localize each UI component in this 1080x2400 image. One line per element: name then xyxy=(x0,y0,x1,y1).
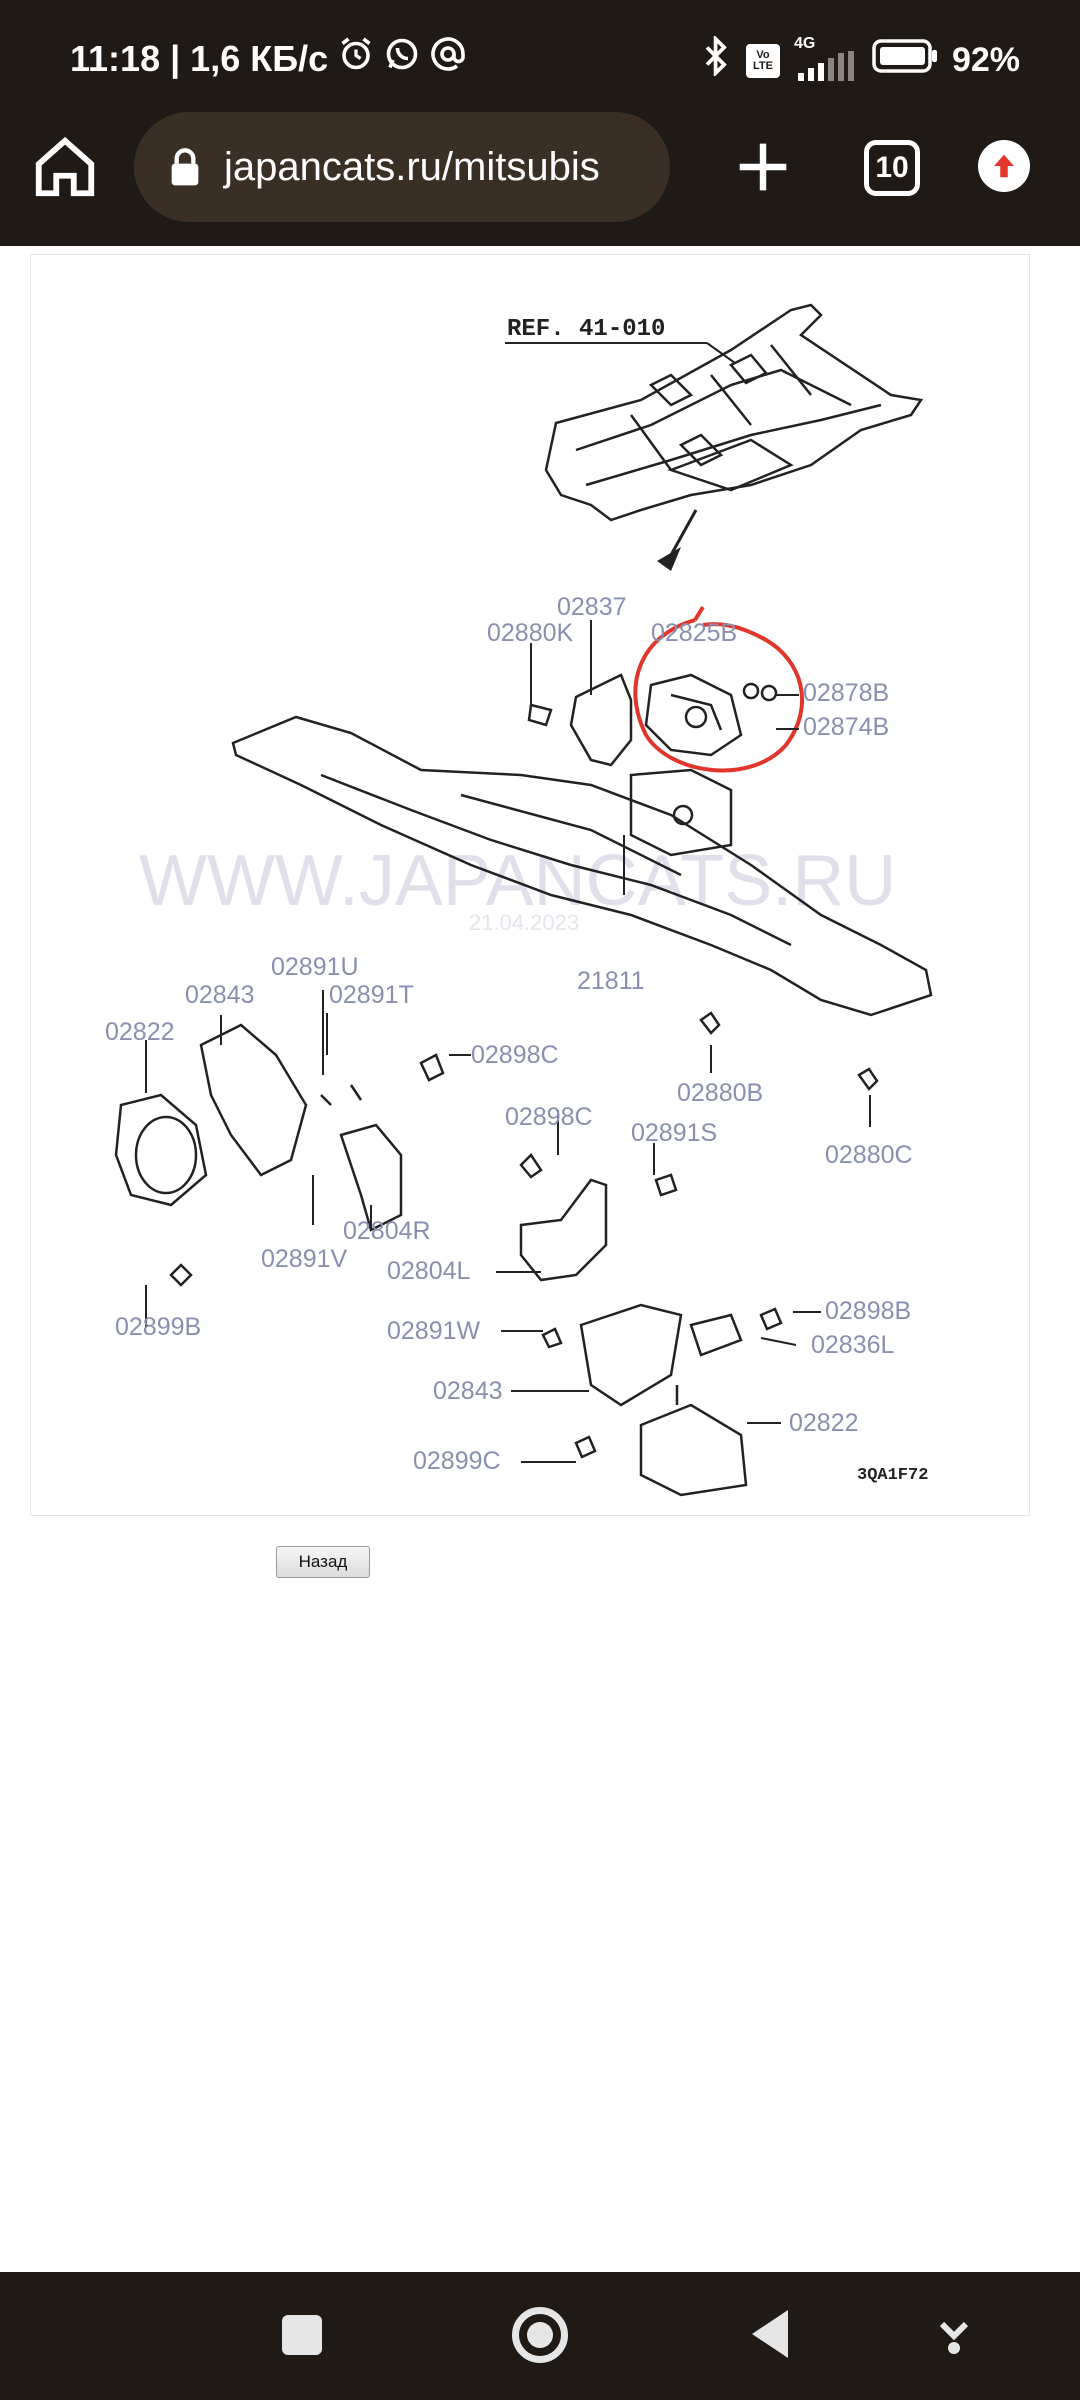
new-tab-button[interactable] xyxy=(728,132,798,202)
label-02822-a: 02822 xyxy=(105,1018,175,1046)
recent-apps-button[interactable] xyxy=(282,2315,322,2355)
tab-count: 10 xyxy=(875,151,909,184)
parts-diagram: WWW.JAPANCATS.RU 21.04.2023 REF. 41-010 xyxy=(30,254,1030,1516)
label-02880k: 02880K xyxy=(487,619,574,647)
watermark-text: WWW.JAPANCATS.RU xyxy=(139,841,896,921)
label-02825b: 02825B xyxy=(651,619,737,647)
right-mount-drawing xyxy=(519,1011,879,1497)
battery-percent: 92% xyxy=(951,41,1020,79)
ref-label: REF. 41-010 xyxy=(507,316,665,343)
signal-icon: 4G xyxy=(794,35,858,81)
label-02836l: 02836L xyxy=(811,1331,895,1359)
volte-label: Vo LTE xyxy=(752,48,773,72)
update-button[interactable] xyxy=(978,140,1030,192)
plus-icon xyxy=(739,143,787,191)
at-icon xyxy=(430,36,466,81)
status-right: Vo LTE 4G 92% xyxy=(702,34,1020,85)
alarm-icon xyxy=(338,36,374,81)
bracket-02837-drawing xyxy=(527,673,778,767)
address-bar[interactable]: japancats.ru/mitsubis xyxy=(134,112,670,222)
frame-arrow xyxy=(657,509,698,571)
left-mount-drawing xyxy=(114,1023,445,1287)
arrow-up-icon xyxy=(994,154,1014,178)
lock-icon xyxy=(171,148,199,186)
home-nav-button[interactable] xyxy=(512,2307,568,2363)
label-02804l: 02804L xyxy=(387,1257,471,1285)
home-icon xyxy=(35,136,95,197)
label-02899b: 02899B xyxy=(115,1313,201,1341)
crossmember-drawing xyxy=(231,715,933,1017)
highlight-circle xyxy=(633,618,804,773)
label-02843-b: 02843 xyxy=(433,1377,503,1405)
bluetooth-icon xyxy=(702,34,732,85)
status-time: 11:18 xyxy=(70,37,161,79)
mount-02825b-drawing xyxy=(644,673,743,757)
label-02899c: 02899C xyxy=(413,1447,501,1475)
volte-icon: Vo LTE xyxy=(745,43,780,78)
label-02874b: 02874B xyxy=(803,713,889,741)
label-02880c: 02880C xyxy=(825,1141,913,1169)
label-02891u: 02891U xyxy=(271,953,359,981)
network-type: 4G xyxy=(793,34,816,52)
label-02804r: 02804R xyxy=(343,1217,431,1245)
label-02837: 02837 xyxy=(557,593,627,621)
label-02898b: 02898B xyxy=(825,1297,911,1325)
label-02880b: 02880B xyxy=(677,1079,763,1107)
whatsapp-icon xyxy=(384,36,420,81)
status-speed: 1,6 КБ/с xyxy=(190,37,329,79)
status-left: 11:18 | 1,6 КБ/с xyxy=(70,36,466,81)
leader-lines xyxy=(145,620,871,1463)
tab-switcher-button[interactable]: 10 xyxy=(864,140,920,196)
label-02898c-a: 02898C xyxy=(471,1041,559,1069)
home-button[interactable] xyxy=(30,132,100,202)
status-separator: | xyxy=(170,37,181,79)
back-button[interactable]: Назад xyxy=(276,1546,370,1578)
chevron-down-icon xyxy=(939,2321,969,2354)
vehicle-frame-drawing xyxy=(544,303,924,522)
back-nav-button[interactable] xyxy=(752,2310,788,2358)
status-bar: 11:18 | 1,6 КБ/с Vo LTE 4G 92% xyxy=(0,0,1080,120)
label-02891t: 02891T xyxy=(329,981,414,1009)
label-02822-b: 02822 xyxy=(789,1409,859,1437)
url-text: japancats.ru/mitsubis xyxy=(224,144,600,189)
date-watermark: 21.04.2023 xyxy=(469,910,579,935)
label-21811: 21811 xyxy=(577,967,645,995)
label-02843-a: 02843 xyxy=(185,981,255,1009)
label-02891v: 02891V xyxy=(261,1245,348,1273)
diagram-code: 3QA1F72 xyxy=(857,1466,928,1485)
label-02898c-b: 02898C xyxy=(505,1103,593,1131)
label-02891w: 02891W xyxy=(387,1317,481,1345)
parts-diagram-drawing: WWW.JAPANCATS.RU 21.04.2023 REF. 41-010 xyxy=(105,303,933,1497)
hide-keyboard-button[interactable] xyxy=(934,2312,974,2356)
label-02878b: 02878B xyxy=(803,679,889,707)
label-02891s: 02891S xyxy=(631,1119,717,1147)
battery-icon xyxy=(872,39,938,82)
